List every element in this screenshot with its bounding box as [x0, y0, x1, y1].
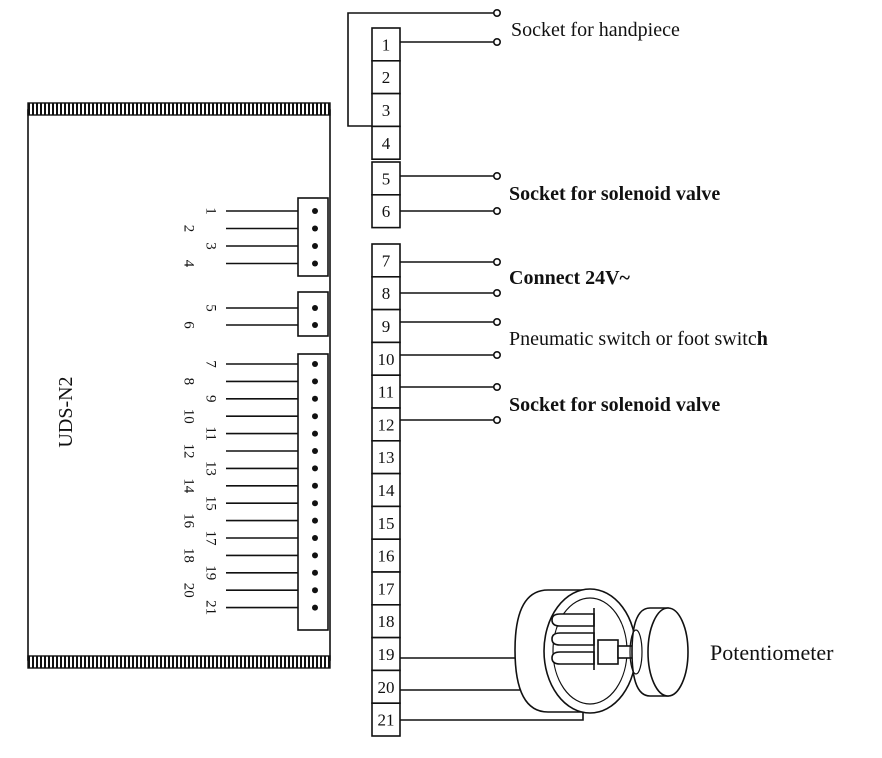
- terminal-3-number: 15: [378, 514, 395, 533]
- terminal-3-number: 8: [382, 284, 391, 303]
- terminal-3-number: 14: [378, 481, 396, 500]
- terminal-3-number: 9: [382, 317, 391, 336]
- terminal-1-cell: [371, 59, 401, 95]
- terminal-3-cell: [371, 308, 401, 344]
- connector-3-pin-number: 11: [203, 426, 219, 440]
- terminal-2-number: 5: [382, 169, 391, 188]
- terminal-2-number: 6: [382, 202, 391, 221]
- terminal-3-number: 18: [378, 612, 395, 631]
- connector-2-pin-number: 6: [181, 321, 197, 329]
- connector-2-pin-number: 5: [203, 304, 219, 312]
- connector-3-pin: [312, 482, 318, 489]
- label-handpiece: Socket for handpiece: [511, 19, 680, 41]
- board-connector-2: 56: [181, 291, 329, 337]
- connector-3-pin: [312, 604, 318, 611]
- connector-1-pin: [312, 260, 318, 267]
- connector-3-pin: [312, 500, 318, 507]
- terminal-3-number: 11: [378, 383, 394, 402]
- connector-3-pin: [312, 552, 318, 559]
- connector-3-pin-number: 7: [203, 360, 219, 368]
- label-pneumatic-switch-text: Pneumatic switch or foot switc: [509, 328, 757, 350]
- connector-3-pin: [312, 517, 318, 524]
- terminal-3-number: 10: [378, 350, 395, 369]
- connector-3-pin-number: 21: [203, 600, 219, 615]
- board-name: UDS-N2: [55, 376, 77, 447]
- connector-1-pin: [312, 243, 318, 249]
- label-connect-24v: Connect 24V~: [509, 267, 631, 289]
- terminal-1-number: 3: [382, 101, 391, 120]
- connector-1-pin: [312, 225, 318, 232]
- connector-3-pin: [312, 378, 318, 385]
- label-potentiometer: Potentiometer: [710, 640, 834, 665]
- terminal-3-cell: [371, 636, 401, 672]
- connector-3-pin: [312, 535, 318, 541]
- terminal-3-cell: [371, 571, 401, 606]
- connector-1-pin-number: 1: [203, 207, 219, 215]
- terminal-2-cell: [371, 161, 401, 196]
- terminal-3-cell: [371, 341, 401, 376]
- label-pneumatic-switch-suffix: h: [757, 328, 768, 350]
- connector-3-pin-number: 19: [203, 565, 219, 580]
- terminal-block-group-1: 1 2 3 4: [371, 27, 401, 161]
- connector-3-pin: [312, 395, 318, 402]
- connector-3-pin: [312, 569, 318, 576]
- terminal-3-cell: [371, 407, 401, 442]
- terminal-3-cell: [371, 538, 401, 573]
- terminal-2-cell: [371, 194, 401, 229]
- connector-3-pin-number: 13: [203, 461, 219, 476]
- socket-terminals: [492, 9, 501, 424]
- connector-3-pin-number: 20: [181, 583, 197, 598]
- terminal-3-number: 17: [378, 579, 396, 598]
- connector-3-pin: [312, 465, 318, 472]
- connector-3-pin-number: 10: [181, 409, 197, 424]
- terminal-3-number: 16: [378, 547, 395, 566]
- connector-3-pin-number: 15: [203, 496, 219, 511]
- connector-2-pin: [312, 305, 318, 311]
- connector-3-pin-number: 16: [181, 513, 197, 529]
- terminal-3-number: 7: [382, 251, 391, 270]
- terminal-3-number: 21: [378, 711, 395, 730]
- connector-2-pin: [312, 322, 318, 328]
- terminal-3-number: 19: [378, 645, 395, 664]
- connector-1-pin-number: 2: [181, 225, 197, 233]
- terminal-block-group-3: 7 8 9 10 11 12 13 14 15 16 17 18 19 20 21: [371, 243, 401, 737]
- connector-3-pin-number: 17: [203, 531, 219, 547]
- connector-3-pin-number: 8: [181, 378, 197, 386]
- terminal-3-cell: [371, 669, 401, 705]
- label-solenoid-valve-1: Socket for solenoid valve: [509, 183, 720, 205]
- board-connector-1: 1 2 3 4: [181, 197, 329, 277]
- label-pneumatic-switch: Pneumatic switch or foot switch: [509, 328, 768, 350]
- terminal-1-number: 1: [382, 35, 391, 54]
- connector-3-pin: [312, 448, 318, 454]
- label-solenoid-valve-2: Socket for solenoid valve: [509, 394, 720, 416]
- terminal-1-number: 4: [382, 134, 391, 153]
- terminal-3-cell: [371, 243, 401, 278]
- connector-3-pin: [312, 430, 318, 437]
- connector-3-pin-number: 14: [181, 478, 197, 494]
- uds-n2-board: UDS-N2: [27, 102, 331, 669]
- terminal-block-group-2: 56: [371, 161, 401, 229]
- potentiometer: [514, 588, 689, 714]
- connector-3-pin: [312, 587, 318, 594]
- connector-3-pin-number: 18: [181, 548, 197, 563]
- terminal-3-number: 20: [378, 678, 395, 697]
- connector-3-pin: [312, 413, 318, 420]
- connector-3-pin-number: 12: [181, 444, 197, 459]
- terminal-3-number: 12: [378, 415, 395, 434]
- board-connector-3: 7 8 9 10 11 12 13 14 15 16 17 18 19 20 21: [181, 353, 329, 631]
- terminal-1-number: 2: [382, 68, 391, 87]
- terminal-3-cell: [371, 472, 401, 508]
- connector-3-pin: [312, 361, 318, 367]
- terminal-1-cell: [371, 92, 401, 128]
- connector-1-pin-number: 4: [181, 260, 197, 268]
- terminal-3-cell: [371, 505, 401, 540]
- terminal-3-cell: [371, 275, 401, 311]
- terminal-3-number: 13: [378, 448, 395, 467]
- terminal-3-cell: [371, 374, 401, 409]
- connector-1-pin: [312, 208, 318, 214]
- connector-1-pin-number: 3: [203, 242, 219, 250]
- terminal-1-cell: [371, 125, 401, 161]
- connector-3-pin-number: 9: [203, 395, 219, 403]
